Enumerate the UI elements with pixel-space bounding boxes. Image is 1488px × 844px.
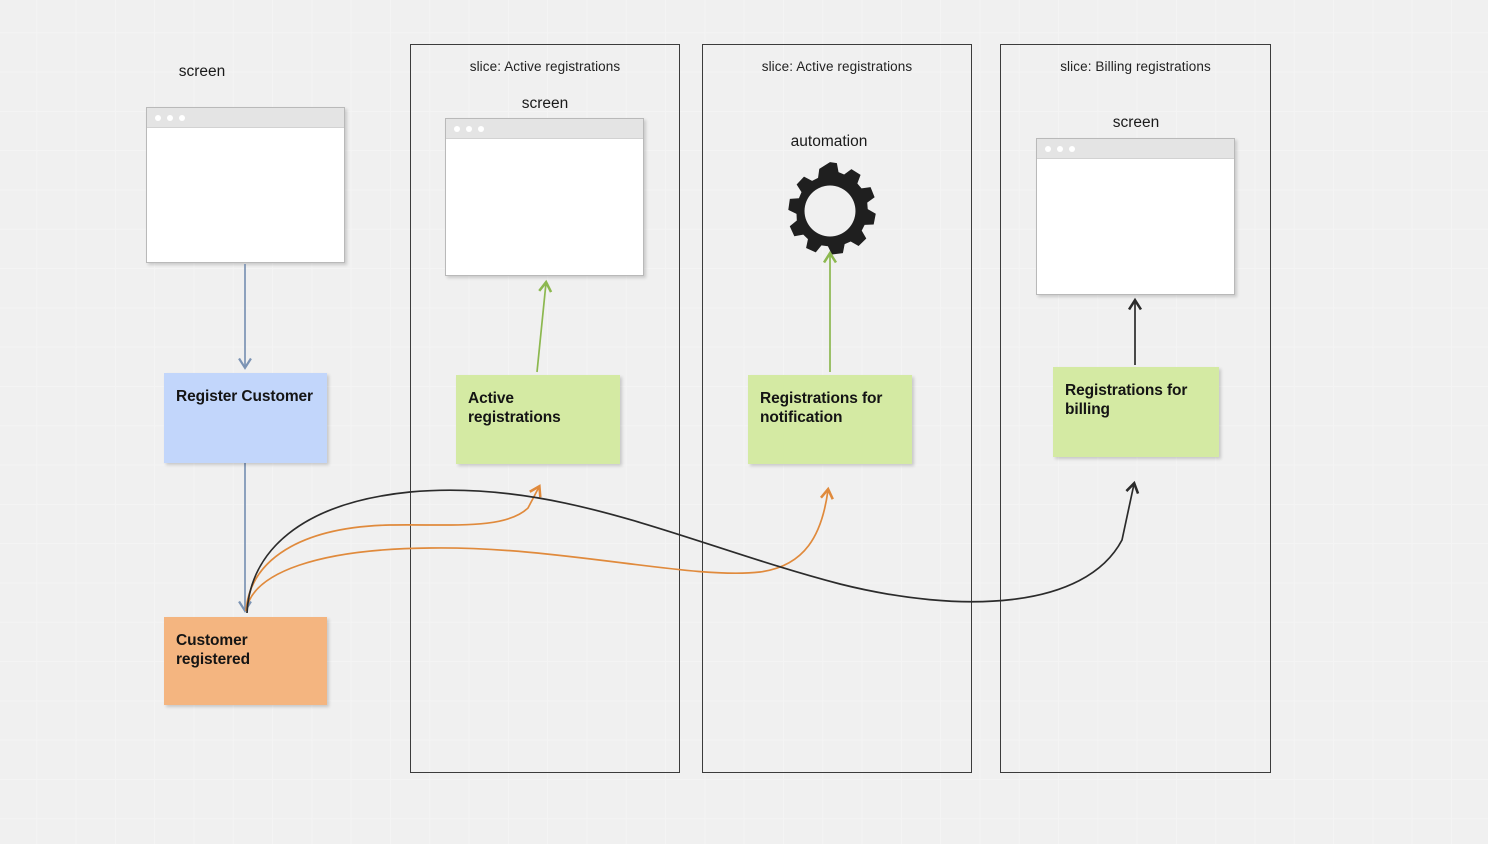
note-read-model-active-registrations[interactable]: Active registrations xyxy=(456,375,620,464)
note-command-register-customer[interactable]: Register Customer xyxy=(164,373,327,463)
browser-title-bar xyxy=(446,119,643,139)
browser-dot-green-icon xyxy=(179,114,185,121)
slice-container-active-registrations-automation[interactable]: slice: Active registrations xyxy=(702,44,972,773)
browser-dot-yellow-icon xyxy=(466,125,472,132)
screen-mockup-register-customer[interactable] xyxy=(146,107,345,263)
browser-dot-red-icon xyxy=(1045,145,1051,152)
caption-automation: automation xyxy=(790,133,868,150)
browser-viewport xyxy=(1037,159,1234,294)
browser-dot-green-icon xyxy=(478,125,484,132)
browser-viewport xyxy=(147,128,344,262)
note-label: Register Customer xyxy=(176,388,313,405)
browser-dot-red-icon xyxy=(155,114,161,121)
slice-container-billing-registrations[interactable]: slice: Billing registrations xyxy=(1000,44,1271,773)
screen-mockup-active-registrations[interactable] xyxy=(445,118,644,276)
slice-label: slice: Active registrations xyxy=(469,59,621,74)
slice-container-active-registrations-screen[interactable]: slice: Active registrations xyxy=(410,44,680,773)
browser-viewport xyxy=(446,139,643,275)
note-event-customer-registered[interactable]: Customer registered xyxy=(164,617,327,705)
browser-title-bar xyxy=(147,108,344,128)
note-label: Customer registered xyxy=(176,632,250,669)
caption-screen-3: screen xyxy=(1112,114,1160,131)
browser-dot-red-icon xyxy=(454,125,460,132)
browser-title-bar xyxy=(1037,139,1234,159)
browser-dot-yellow-icon xyxy=(1057,145,1063,152)
browser-dot-green-icon xyxy=(1069,145,1075,152)
slice-label: slice: Billing registrations xyxy=(1060,59,1211,74)
gear-icon xyxy=(788,162,876,255)
browser-dot-yellow-icon xyxy=(167,114,173,121)
note-label: Registrations for billing xyxy=(1065,382,1188,419)
note-label: Active registrations xyxy=(468,390,561,427)
note-read-model-registrations-for-billing[interactable]: Registrations for billing xyxy=(1053,367,1219,457)
automation-gear-wrapper[interactable] xyxy=(778,159,882,263)
note-read-model-registrations-for-notification[interactable]: Registrations for notification xyxy=(748,375,912,464)
note-label: Registrations for notification xyxy=(760,390,883,427)
caption-screen-2: screen xyxy=(521,95,569,112)
slice-label: slice: Active registrations xyxy=(761,59,913,74)
screen-mockup-billing-registrations[interactable] xyxy=(1036,138,1235,295)
caption-screen-1: screen xyxy=(178,63,226,80)
